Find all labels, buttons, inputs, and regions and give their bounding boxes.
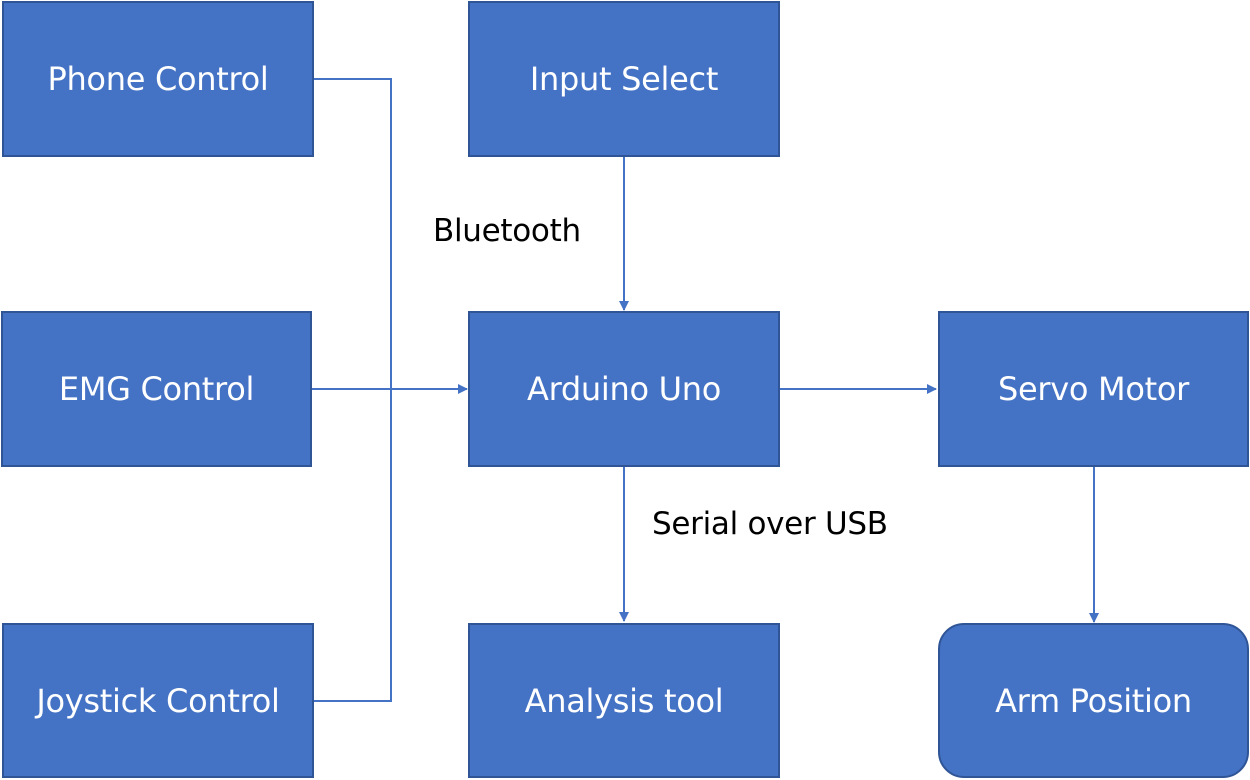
connector-phone-to-bus <box>314 78 392 389</box>
arduino-uno-node: Arduino Uno <box>468 311 780 467</box>
bluetooth-label: Bluetooth <box>433 213 581 249</box>
connector-joystick-to-bus <box>314 389 392 702</box>
arm-position-node: Arm Position <box>938 623 1249 778</box>
serial-over-usb-label: Serial over USB <box>652 506 888 542</box>
analysis-tool-node: Analysis tool <box>468 623 780 778</box>
input-select-node: Input Select <box>468 1 780 157</box>
joystick-control-node: Joystick Control <box>2 623 314 778</box>
phone-control-node: Phone Control <box>2 1 314 157</box>
servo-motor-node: Servo Motor <box>938 311 1249 467</box>
emg-control-node: EMG Control <box>1 311 312 467</box>
